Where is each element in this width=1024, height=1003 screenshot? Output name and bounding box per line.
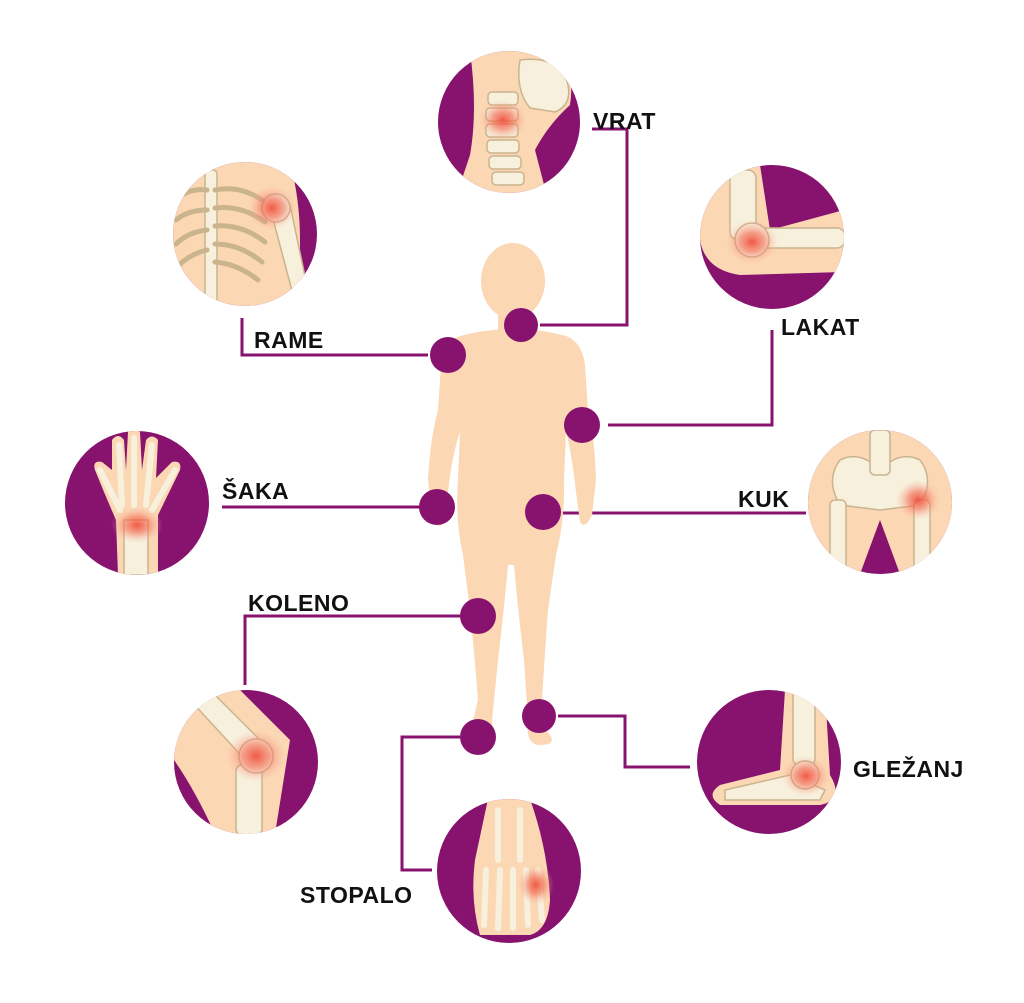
- joint-dot-lakat: [564, 407, 600, 443]
- joint-dot-glezanj: [522, 699, 556, 733]
- label-kuk: KUK: [738, 486, 790, 512]
- label-glezanj: GLEŽANJ: [853, 756, 964, 782]
- connector-rame: [240, 318, 428, 357]
- medallion-stopalo: [437, 799, 581, 943]
- medallion-saka: [65, 431, 209, 575]
- medallion-rame: [173, 162, 317, 306]
- medallion-koleno: [174, 690, 318, 834]
- joint-dots: [419, 308, 600, 755]
- joint-dot-kuk: [525, 494, 561, 530]
- medallion-glezanj: [697, 690, 841, 834]
- connector-koleno: [243, 614, 462, 685]
- label-koleno: KOLENO: [248, 590, 350, 616]
- joint-dot-stopalo: [460, 719, 496, 755]
- label-stopalo: STOPALO: [300, 882, 413, 908]
- connector-glezanj: [558, 714, 690, 769]
- joint-dot-rame: [430, 337, 466, 373]
- label-rame: RAME: [254, 327, 324, 353]
- connector-lines: [222, 127, 806, 872]
- connector-stopalo: [400, 735, 460, 872]
- joint-dot-vrat: [504, 308, 538, 342]
- label-vrat: VRAT: [593, 108, 656, 134]
- label-lakat: LAKAT: [781, 314, 860, 340]
- connector-vrat: [540, 127, 629, 327]
- medallion-lakat: [700, 165, 844, 309]
- joint-dot-saka: [419, 489, 455, 525]
- medallion-vrat: [438, 51, 580, 193]
- medallion-kuk: [808, 430, 952, 574]
- label-saka: ŠAKA: [222, 478, 290, 504]
- joint-dot-koleno: [460, 598, 496, 634]
- connector-lakat: [608, 330, 774, 427]
